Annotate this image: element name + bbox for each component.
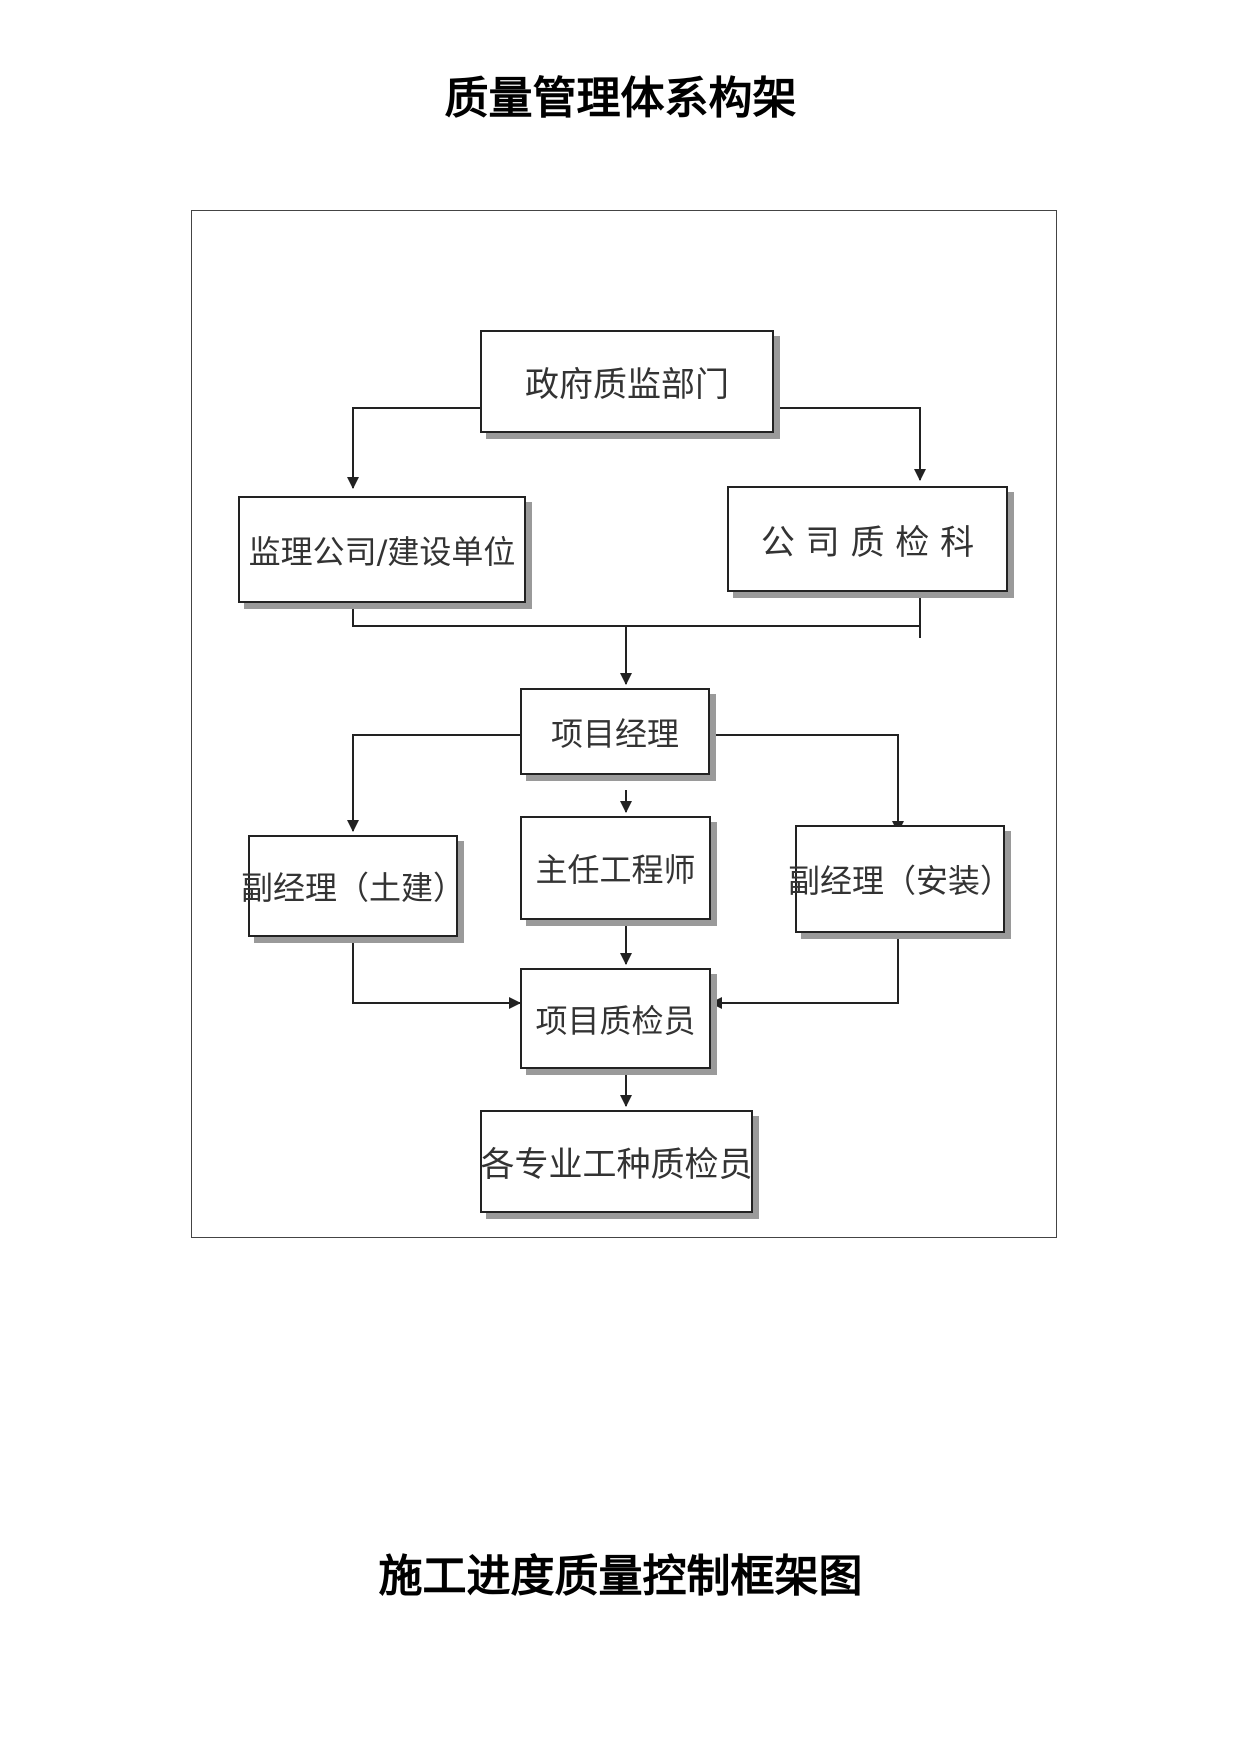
org-chart-frame — [191, 210, 1057, 1238]
edge-merge-bar — [352, 603, 921, 638]
node-label: 各专业工种质检员 — [480, 1145, 753, 1185]
node-deputy-manager-civil: 副经理（土建） — [241, 835, 465, 937]
node-label: 项目经理 — [550, 714, 679, 753]
node-label: 项目质检员 — [535, 1001, 696, 1040]
page-title: 质量管理体系构架 — [444, 73, 797, 124]
node-supervisor-builder: 监理公司/建设单位 — [238, 496, 526, 603]
node-label: 公 司 质 检 科 — [760, 522, 975, 563]
section-title: 施工进度质量控制框架图 — [378, 1551, 863, 1602]
edge-gov-to-company-qc — [774, 407, 926, 481]
node-label: 政府质监部门 — [525, 365, 729, 405]
node-chief-engineer: 主任工程师 — [520, 816, 711, 920]
edge-deputy-install-to-project-qc — [710, 937, 899, 1009]
node-gov-quality-dept: 政府质监部门 — [480, 330, 774, 433]
node-label: 副经理（安装） — [788, 862, 1013, 900]
node-deputy-manager-install: 副经理（安装） — [788, 825, 1012, 933]
node-project-manager: 项目经理 — [520, 688, 710, 775]
node-trade-qc-inspectors: 各专业工种质检员 — [480, 1110, 753, 1213]
node-company-qc-dept: 公 司 质 检 科 — [727, 486, 1008, 592]
node-label: 主任工程师 — [535, 851, 696, 889]
edge-gov-to-supervisor — [347, 407, 480, 489]
node-project-qc-inspector: 项目质检员 — [520, 968, 711, 1069]
edge-pm-to-deputy-install — [710, 734, 904, 833]
node-label: 监理公司/建设单位 — [248, 532, 516, 571]
edge-deputy-civil-to-project-qc — [352, 937, 521, 1009]
node-label: 副经理（土建） — [241, 869, 466, 907]
edge-pm-to-deputy-civil — [347, 734, 520, 832]
